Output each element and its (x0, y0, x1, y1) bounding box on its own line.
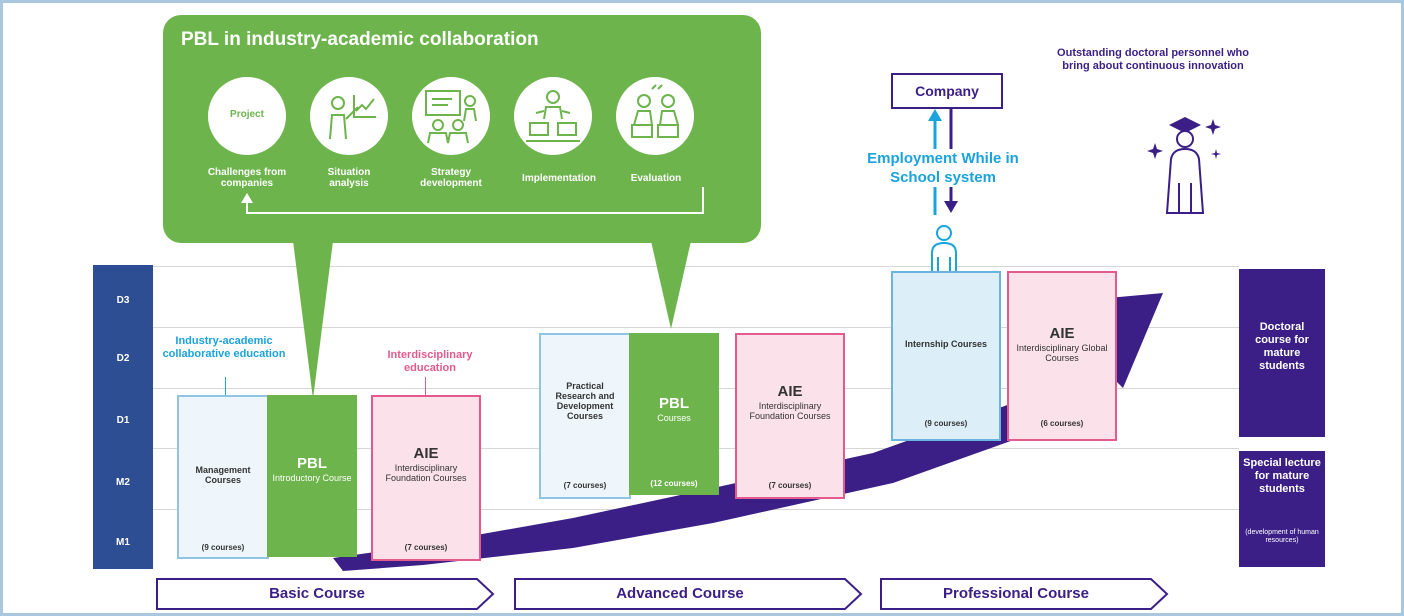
aie1-count: (7 courses) (404, 543, 448, 552)
stage-circle-situation (310, 77, 388, 155)
aie-foundation-box-2: AIE Interdisciplinary Foundation Courses… (735, 333, 845, 499)
internship-count: (9 courses) (924, 419, 968, 428)
stage-label-situation: Situation analysis (327, 167, 371, 189)
callout-pointer-left (293, 241, 333, 399)
aie2-sub: Interdisciplinary Foundation Courses (749, 401, 831, 421)
course-arrow-advanced (514, 578, 863, 610)
grid-line (153, 327, 1239, 328)
management-count: (9 courses) (201, 543, 245, 552)
course-arrow-professional (880, 578, 1169, 610)
whiteboard-meeting-icon (425, 90, 477, 144)
bracket-line (225, 377, 226, 395)
practical-title: Practical Research and Development Cours… (555, 381, 615, 421)
aie1-sub: Interdisciplinary Foundation Courses (385, 463, 467, 483)
row-label-d2: D2 (116, 353, 130, 364)
aie-global-title: AIE (1049, 325, 1075, 342)
stage-circle-evaluation (616, 77, 694, 155)
company-box: Company (891, 73, 1003, 109)
pbl-callout-title: PBL in industry-academic collaboration (181, 29, 539, 50)
course-label-professional: Professional Course (943, 585, 1089, 602)
practical-research-box: Practical Research and Development Cours… (539, 333, 631, 499)
team-work-icon (526, 90, 580, 142)
aie1-title: AIE (413, 445, 439, 462)
pbl-courses-title: PBL (659, 395, 689, 412)
course-arrow-basic (156, 578, 495, 610)
pbl-introductory-box: PBL Introductory Course (267, 395, 357, 557)
pbl-courses-box: PBL Courses (12 courses) (629, 333, 719, 495)
special-lecture-box: Special lecture for mature students (dev… (1239, 451, 1325, 567)
industry-academic-label: Industry-academic collaborative educatio… (162, 335, 286, 360)
internship-title: Internship Courses (904, 339, 987, 349)
row-label-m2: M2 (116, 477, 130, 488)
pbl-intro-sub: Introductory Course (272, 473, 352, 483)
pbl-intro-title: PBL (297, 455, 327, 472)
aie2-title: AIE (777, 383, 803, 400)
management-courses-box: Management Courses (9 courses) (177, 395, 269, 559)
doctoral-course-box: Doctoral course for mature students (1239, 269, 1325, 437)
management-title: Management Courses (195, 465, 251, 485)
pbl-courses-sub: Courses (657, 413, 691, 423)
stage-circle-project: Project (208, 77, 286, 155)
project-circle-text: Project (230, 109, 264, 120)
outstanding-label: Outstanding doctoral personnel who bring… (1057, 47, 1249, 72)
practical-count: (7 courses) (563, 481, 607, 490)
bracket-line (425, 377, 426, 395)
internship-courses-box: Internship Courses (9 courses) (891, 271, 1001, 441)
employment-label: Employment While in School system (843, 149, 1043, 187)
aie-global-box: AIE Interdisciplinary Global Courses (6 … (1007, 271, 1117, 441)
person-icon (931, 225, 957, 271)
row-label-d3: D3 (116, 295, 130, 306)
presentation-chart-icon (329, 95, 376, 140)
aie-global-sub: Interdisciplinary Global Courses (1016, 343, 1108, 363)
stage-label-challenges: Challenges from companies (207, 167, 287, 189)
callout-pointer-right (651, 241, 691, 329)
stage-label-evaluation: Evaluation (630, 173, 682, 184)
aie2-count: (7 courses) (768, 481, 812, 490)
stage-label-implementation: Implementation (522, 173, 596, 184)
stage-label-strategy: Strategy development (420, 167, 482, 189)
row-axis-band (93, 265, 153, 569)
doctoral-label: Doctoral course for mature students (1255, 321, 1309, 372)
row-label-d1: D1 (116, 415, 130, 426)
course-label-advanced: Advanced Course (616, 585, 744, 602)
pbl-courses-count: (12 courses) (650, 479, 698, 488)
aie-foundation-box-1: AIE Interdisciplinary Foundation Courses… (371, 395, 481, 561)
feedback-loop-arrow (241, 187, 704, 214)
special-label: Special lecture for mature students (1243, 457, 1321, 495)
course-label-basic: Basic Course (269, 585, 365, 602)
grid-line (153, 266, 1239, 267)
aie-global-count: (6 courses) (1040, 419, 1084, 428)
stage-circle-implementation (514, 77, 592, 155)
interdisciplinary-label: Interdisciplinary education (387, 349, 473, 374)
discussion-icon (631, 84, 679, 138)
graduate-icon (1147, 117, 1221, 214)
special-note: (development of human resources) (1245, 529, 1319, 544)
stage-circle-strategy (412, 77, 490, 155)
row-label-m1: M1 (116, 537, 130, 548)
company-label: Company (915, 83, 979, 99)
